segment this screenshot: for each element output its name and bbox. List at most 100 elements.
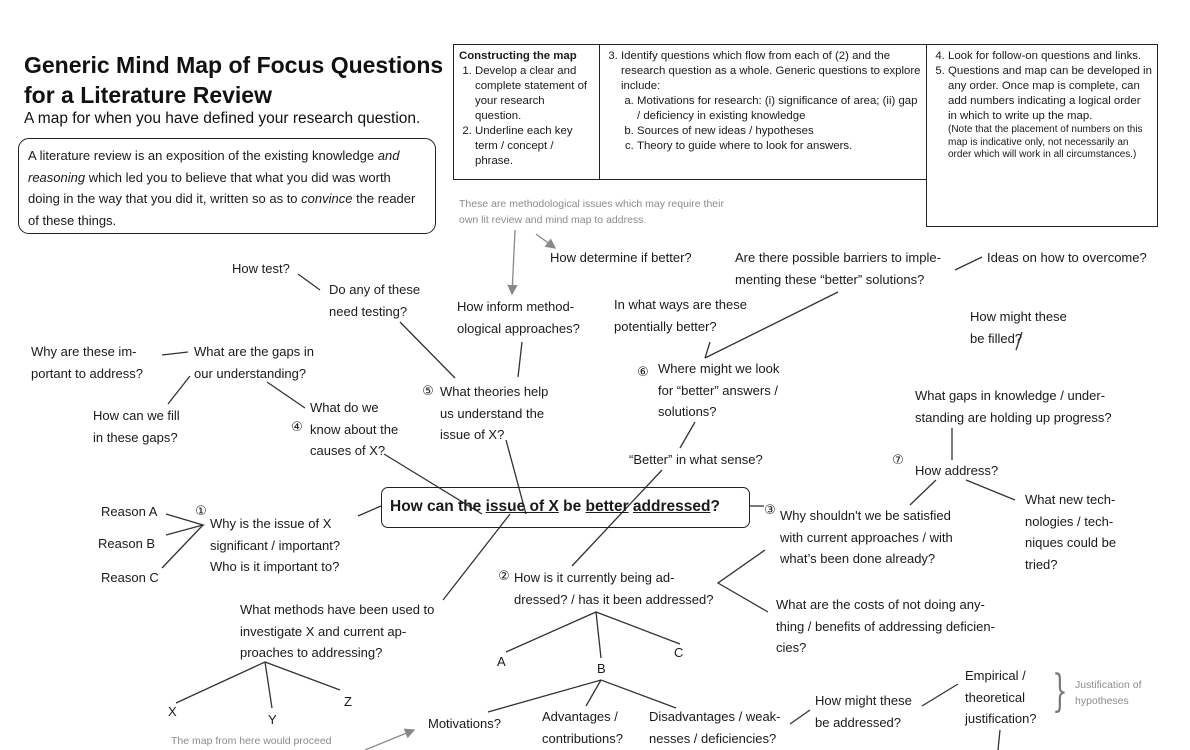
instruction-item: Develop a clear and complete statement o…: [475, 64, 594, 124]
connector: [161, 524, 204, 569]
instruction-subitem: Theory to guide where to look for answer…: [637, 139, 921, 154]
brace-symbol: }: [1052, 666, 1068, 717]
order-number-1: ①: [195, 503, 207, 518]
node-disadvantages: Disadvantages / weak- nesses / deficienc…: [649, 709, 781, 746]
instructions-list: Identify questions which flow from each …: [605, 49, 921, 154]
connector: [909, 479, 937, 506]
order-number-2: ②: [498, 568, 510, 583]
connector: [297, 273, 321, 291]
node-c: C: [674, 645, 684, 660]
node-in-what-ways: In what ways are these potentially bette…: [614, 297, 747, 334]
connector: [399, 321, 456, 379]
connector: [357, 505, 382, 517]
instruction-subitem: Sources of new ideas / hypotheses: [637, 124, 921, 139]
node-methods: What methods have been used to investiga…: [240, 602, 435, 660]
instruction-subitem: Motivations for research: (i) significan…: [637, 94, 921, 124]
node-theories: What theories help us understand the iss…: [440, 384, 549, 442]
connector: [535, 233, 557, 249]
node-a: A: [497, 654, 506, 669]
definition-emphasis: and reasoning: [28, 148, 400, 185]
definition-text: which led you to believe that what you d…: [28, 169, 391, 207]
node-advantages: Advantages / contributions?: [542, 709, 623, 746]
definition-box: A literature review is an exposition of …: [18, 138, 436, 234]
central-key-term: better: [585, 498, 629, 515]
connector: [716, 549, 769, 613]
node-y: Y: [268, 712, 277, 727]
connector: [161, 351, 189, 356]
page-subtitle: A map for when you have defined your res…: [24, 110, 421, 127]
connector: [517, 341, 523, 378]
node-proceed-note: The map from here would proceed: [171, 735, 332, 747]
instructions-list: Develop a clear and complete statement o…: [459, 64, 594, 169]
definition-emphasis: convince: [301, 191, 353, 206]
instructions-box-3: Look for follow-on questions and links. …: [926, 44, 1158, 227]
node-how-test: How test?: [232, 261, 290, 276]
order-number-3: ③: [764, 502, 776, 517]
instructions-box-2: Identify questions which flow from each …: [599, 44, 927, 180]
node-need-testing: Do any of these need testing?: [329, 282, 421, 319]
instructions-heading: Constructing the map: [459, 50, 577, 62]
connector: [264, 661, 273, 709]
instructions-box-1: Constructing the map Develop a clear and…: [453, 44, 600, 180]
connector: [175, 661, 341, 704]
order-number-4: ④: [291, 419, 303, 434]
node-what-gaps: What gaps in knowledge / under- standing…: [915, 388, 1112, 425]
instruction-item: Underline each key term / concept / phra…: [475, 124, 594, 169]
instructions-sublist: Motivations for research: (i) significan…: [621, 94, 921, 154]
node-reason-a: Reason A: [101, 504, 158, 519]
connector: [364, 728, 416, 750]
node-ideas-overcome: Ideas on how to overcome?: [987, 250, 1147, 265]
connector: [789, 709, 811, 725]
node-how-addressed: How might these be addressed?: [815, 693, 912, 730]
definition-text: the reader of these things.: [28, 191, 416, 228]
order-number-7: ⑦: [892, 452, 904, 467]
connector: [167, 375, 191, 405]
central-key-term: issue of X: [485, 498, 559, 515]
node-how-address: How address?: [915, 463, 999, 478]
node-where-look: Where might we look for “better” answers…: [658, 361, 780, 419]
node-better-sense: “Better” in what sense?: [629, 452, 763, 467]
node-z: Z: [344, 694, 352, 709]
page-title: Generic Mind Map of Focus Questions for …: [24, 52, 444, 108]
node-why-important: Why are these im- portant to address?: [31, 344, 144, 381]
connector: [997, 729, 1001, 750]
node-costs: What are the costs of not doing any- thi…: [776, 597, 995, 655]
connector: [921, 683, 959, 707]
instruction-note: (Note that the placement of numbers on t…: [948, 124, 1143, 160]
instruction-lead: Identify questions which flow from each …: [621, 50, 921, 92]
node-new-tech: What new tech- nologies / tech- niques c…: [1025, 492, 1117, 572]
node-justification: Justification of hypotheses: [1075, 679, 1142, 707]
node-b: B: [597, 661, 606, 676]
node-know-causes: What do we know about the causes of X?: [310, 400, 399, 458]
node-barriers: Are there possible barriers to imple- me…: [735, 250, 941, 287]
connector: [704, 341, 711, 359]
node-motivations: Motivations?: [428, 716, 501, 731]
instruction-item: Identify questions which flow from each …: [621, 49, 921, 154]
instructions-list: Look for follow-on questions and links. …: [932, 49, 1152, 162]
node-x: X: [168, 704, 177, 719]
connector: [954, 256, 983, 271]
connector: [266, 381, 306, 409]
node-gaps: What are the gaps in our understanding?: [194, 344, 314, 381]
order-number-5: ⑤: [422, 383, 434, 398]
connector: [965, 479, 1016, 501]
node-why-not-satisfied: Why shouldn't we be satisfied with curre…: [780, 508, 953, 566]
order-number-6: ⑥: [637, 364, 649, 379]
central-text: be: [558, 498, 586, 515]
instruction-item: Questions and map can be developed in an…: [948, 64, 1152, 162]
connector: [507, 229, 518, 296]
connector: [505, 611, 681, 653]
connector: [595, 611, 602, 659]
node-how-determine: How determine if better?: [550, 250, 692, 265]
connector: [585, 679, 602, 707]
node-fill-gaps: How can we fill in these gaps?: [93, 408, 180, 445]
connector: [679, 421, 696, 449]
node-empirical: Empirical / theoretical justification?: [965, 668, 1037, 726]
node-how-inform: How inform method- ological approaches?: [457, 299, 580, 336]
central-text: ?: [710, 498, 720, 515]
definition-text: A literature review is an exposition of …: [28, 148, 378, 163]
methodological-note: These are methodological issues which ma…: [459, 198, 724, 226]
node-currently: How is it currently being ad- dressed? /…: [514, 570, 714, 607]
instruction-text: Questions and map can be developed in an…: [948, 65, 1152, 122]
